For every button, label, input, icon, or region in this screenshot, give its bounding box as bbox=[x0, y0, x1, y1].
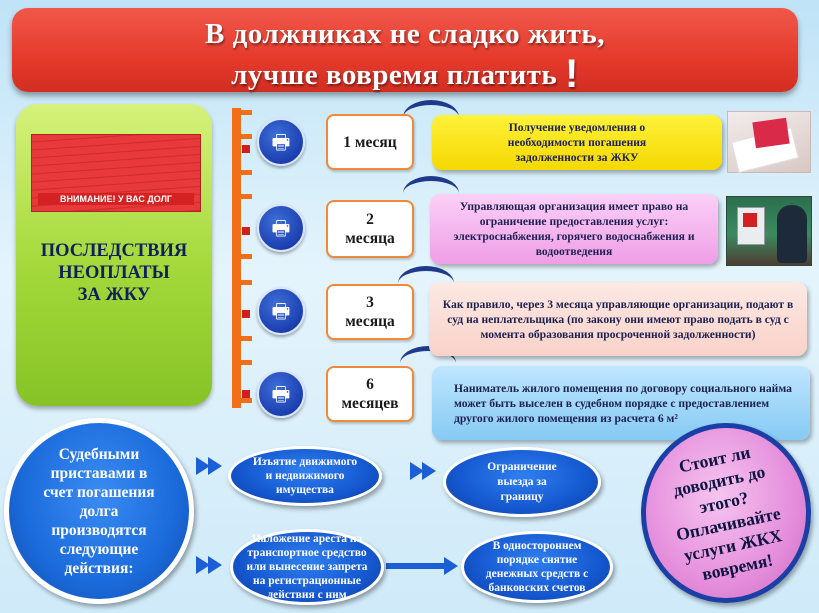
arrow-shaft bbox=[386, 563, 448, 569]
bailiff-text: Судебными приставами в счет погашения до… bbox=[43, 445, 155, 577]
bailiff-circle: Судебными приставами в счет погашения до… bbox=[4, 418, 194, 604]
timeline-marker bbox=[242, 227, 250, 235]
action-arrest: Наложение ареста на транспортное средств… bbox=[230, 529, 384, 605]
arrow-right-icon bbox=[410, 462, 424, 480]
timeline-tick bbox=[240, 280, 252, 285]
action-bank-withdraw: В одностороннем порядке снятие денежных … bbox=[461, 531, 613, 603]
electrician-photo bbox=[726, 196, 812, 266]
printer-icon: 🖶 bbox=[257, 204, 305, 252]
arrow-right-icon bbox=[208, 457, 222, 475]
info-box-service-limit: Управляющая организация имеет право на о… bbox=[430, 194, 718, 264]
timeline-bar bbox=[232, 108, 241, 408]
timeline-marker bbox=[242, 310, 250, 318]
printer-icon: 🖶 bbox=[257, 118, 305, 166]
title-banner: В должниках не сладко жить, лучше воврем… bbox=[12, 8, 798, 96]
action-arrest-text: Наложение ареста на транспортное средств… bbox=[246, 533, 368, 601]
callout-text-wrap: Стоит ли доводить до этого? Оплачивайте … bbox=[630, 413, 819, 613]
month-box-3-unit: месяца bbox=[345, 313, 395, 330]
timeline-tick bbox=[240, 194, 252, 199]
timeline-tick bbox=[240, 134, 252, 139]
month-box-1-label: 1 месяц bbox=[343, 133, 397, 151]
banner-line-2-text: лучше вовремя платить bbox=[231, 59, 558, 91]
debt-notice-photo: ВНИМАНИЕ! У ВАС ДОЛГ bbox=[31, 134, 201, 212]
timeline-marker bbox=[242, 390, 250, 398]
info-box-eviction: Наниматель жилого помещения по договору … bbox=[432, 366, 810, 440]
connector-arc bbox=[400, 346, 456, 381]
action-travel-ban: Ограничение выезда за границу bbox=[443, 447, 601, 517]
exclamation-mark: ! bbox=[565, 52, 579, 96]
arrow-right-icon bbox=[196, 556, 210, 574]
timeline-tick bbox=[240, 170, 252, 175]
banner-line-1: В должниках не сладко жить, bbox=[205, 18, 605, 50]
mailbox-notice-photo bbox=[727, 111, 811, 174]
info-box-notification-text: Получение уведомления о необходимости по… bbox=[507, 121, 647, 164]
callout-text: Стоит ли доводить до этого? Оплачивайте … bbox=[671, 441, 784, 585]
action-bank-withdraw-text: В одностороннем порядке снятие денежных … bbox=[485, 540, 589, 594]
printer-icon: 🖶 bbox=[257, 287, 305, 335]
red-notice-shape bbox=[752, 117, 790, 149]
consequences-title: ПОСЛЕДСТВИЯ НЕОПЛАТЫ ЗА ЖКУ bbox=[16, 240, 212, 306]
action-seizure: Изъятие движимого и недвижимого имуществ… bbox=[228, 446, 382, 506]
arrow-right-icon bbox=[208, 556, 222, 574]
consequences-title-line-1: ПОСЛЕДСТВИЯ bbox=[40, 241, 188, 261]
consequences-title-line-3: ЗА ЖКУ bbox=[77, 285, 151, 305]
debt-notice-caption: ВНИМАНИЕ! У ВАС ДОЛГ bbox=[38, 193, 194, 205]
info-box-service-limit-text: Управляющая организация имеет право на о… bbox=[453, 200, 695, 258]
connector-arc bbox=[403, 100, 459, 135]
info-box-notification: Получение уведомления о необходимости по… bbox=[432, 115, 722, 170]
timeline-tick bbox=[240, 110, 252, 115]
month-box-2-unit: месяца bbox=[345, 230, 395, 247]
month-box-2: 2 месяца bbox=[326, 200, 414, 258]
month-box-2-number: 2 bbox=[366, 211, 374, 228]
timeline-tick bbox=[240, 398, 252, 403]
month-box-4-unit: месяцев bbox=[341, 395, 399, 412]
info-box-court-text: Как правило, через 3 месяца управляющие … bbox=[442, 297, 794, 341]
warning-sign-shape bbox=[743, 213, 757, 227]
action-travel-ban-text: Ограничение выезда за границу bbox=[487, 460, 557, 503]
arrow-right-icon bbox=[444, 557, 458, 575]
month-box-4-number: 6 bbox=[366, 376, 374, 393]
callout-circle: Стоит ли доводить до этого? Оплачивайте … bbox=[641, 423, 811, 603]
timeline-tick bbox=[240, 360, 252, 365]
timeline-tick bbox=[240, 336, 252, 341]
arrow-right-icon bbox=[196, 457, 210, 475]
month-box-1: 1 месяц bbox=[326, 114, 414, 170]
info-box-eviction-text: Наниматель жилого помещения по договору … bbox=[454, 381, 792, 425]
action-seizure-text: Изъятие движимого и недвижимого имуществ… bbox=[252, 456, 358, 496]
info-box-court: Как правило, через 3 месяца управляющие … bbox=[429, 282, 807, 356]
consequences-title-line-2: НЕОПЛАТЫ bbox=[58, 263, 170, 283]
month-box-3: 3 месяца bbox=[326, 284, 414, 340]
timeline-tick bbox=[240, 254, 252, 259]
worker-shape bbox=[777, 205, 807, 263]
printer-icon: 🖶 bbox=[257, 370, 305, 418]
connector-arc bbox=[403, 176, 459, 211]
month-box-3-number: 3 bbox=[366, 294, 374, 311]
arrow-right-icon bbox=[422, 462, 436, 480]
banner-line-2: лучше вовремя платить ! bbox=[12, 52, 798, 97]
month-box-4: 6 месяцев bbox=[326, 366, 414, 422]
connector-arc bbox=[398, 266, 454, 301]
timeline-marker bbox=[242, 145, 250, 153]
